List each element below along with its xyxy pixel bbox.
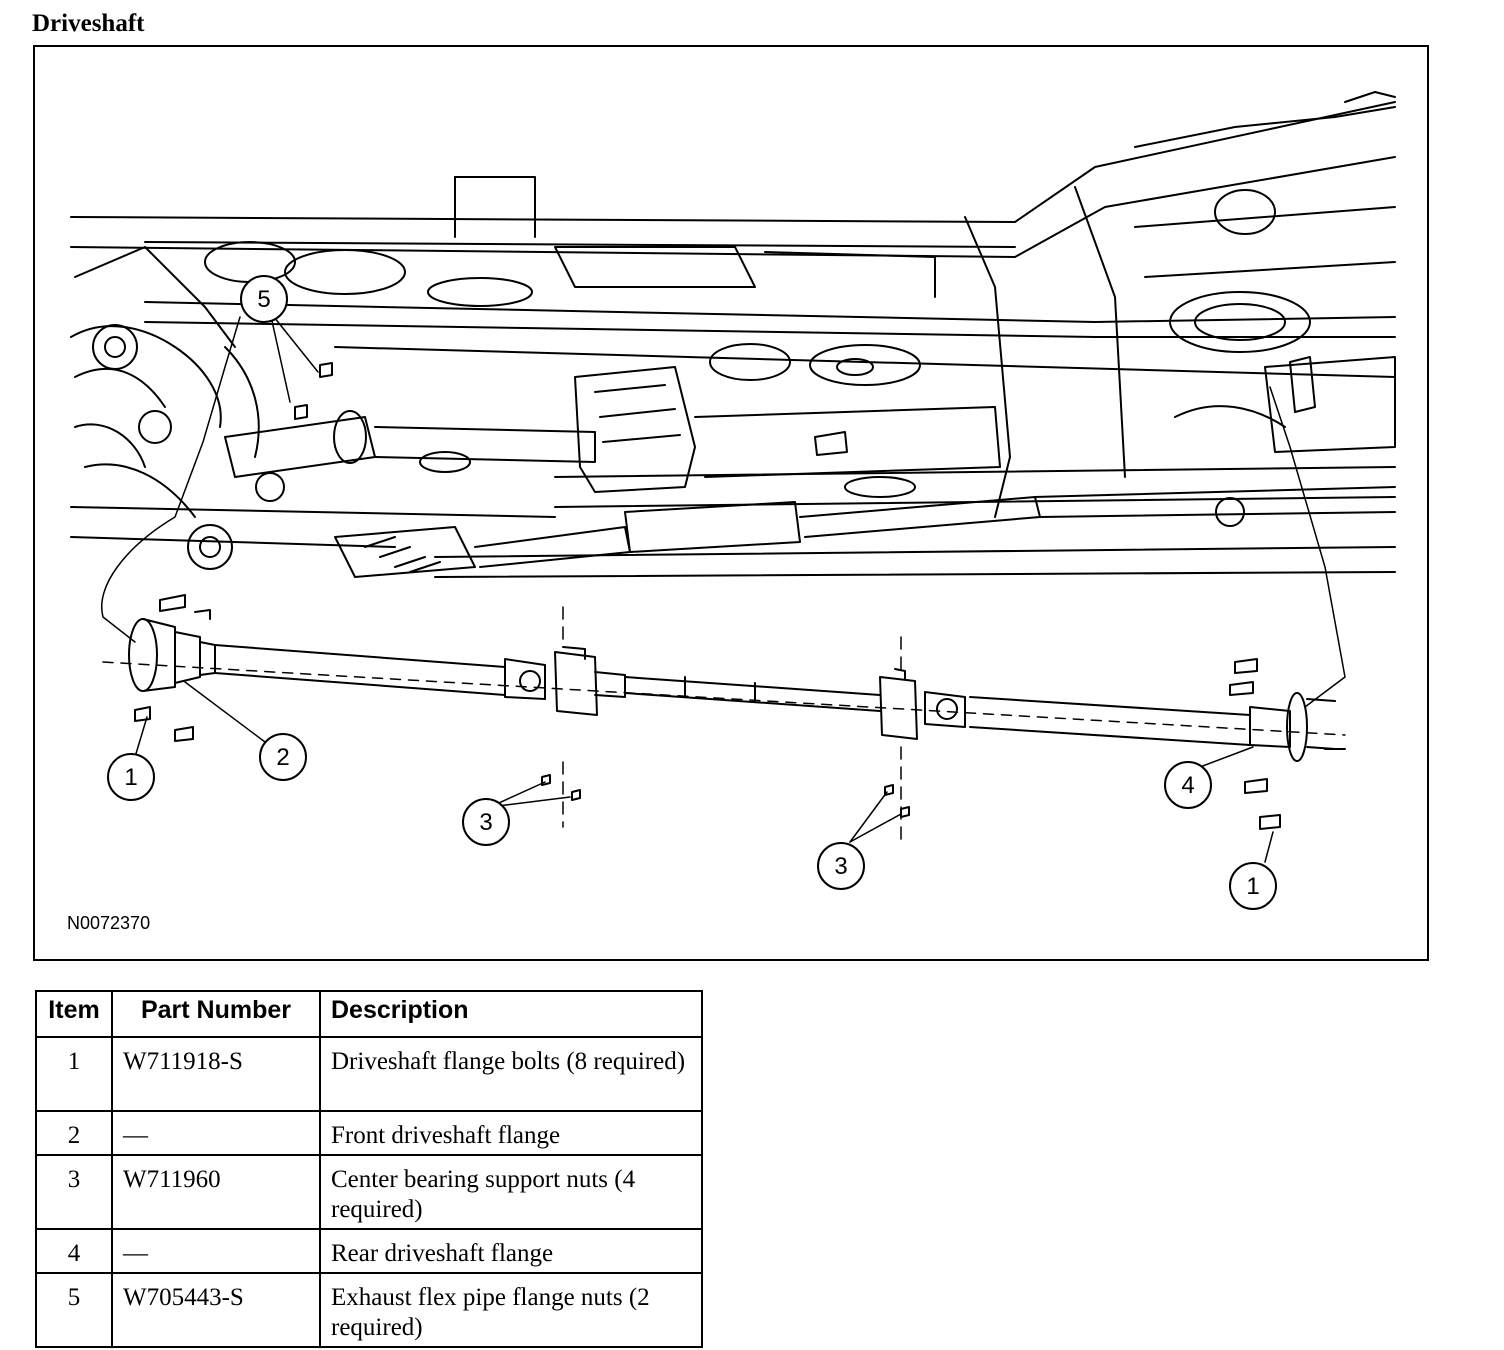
cell-description: Rear driveshaft flange	[319, 1228, 703, 1274]
header-description: Description	[319, 990, 703, 1038]
cell-part-number: —	[111, 1228, 321, 1274]
callout-1-front: 1	[107, 753, 155, 801]
callout-1-rear: 1	[1229, 862, 1277, 910]
cell-item: 2	[35, 1110, 113, 1156]
cell-part-number: W711960	[111, 1154, 321, 1230]
callout-4-label: 4	[1181, 772, 1194, 799]
callout-4: 4	[1164, 761, 1212, 809]
callout-2: 2	[259, 733, 307, 781]
callout-1-front-label: 1	[124, 764, 137, 791]
cell-part-number: —	[111, 1110, 321, 1156]
cell-item: 5	[35, 1272, 113, 1348]
transmission	[574, 366, 1001, 493]
cell-item: 3	[35, 1154, 113, 1230]
cell-item: 1	[35, 1036, 113, 1112]
cell-description: Exhaust flex pipe flange nuts (2 require…	[319, 1272, 703, 1348]
callouts: 5 1 2 3 3 4 1	[107, 275, 1277, 910]
driveshaft-assembly	[102, 606, 1346, 848]
fasteners	[134, 362, 1281, 830]
cell-part-number: W711918-S	[111, 1036, 321, 1112]
cell-description: Front driveshaft flange	[319, 1110, 703, 1156]
callout-3-front-label: 3	[479, 809, 492, 836]
table-row: 1 W711918-S Driveshaft flange bolts (8 r…	[35, 1036, 703, 1112]
front-suspension	[70, 246, 285, 570]
callout-3-rear-label: 3	[834, 853, 847, 880]
figure-id: N0072370	[67, 913, 151, 933]
callout-2-label: 2	[276, 744, 289, 771]
callout-5: 5	[240, 275, 288, 323]
table-row: 3 W711960 Center bearing support nuts (4…	[35, 1154, 703, 1230]
cell-item: 4	[35, 1228, 113, 1274]
vehicle-underbody-drawing: 5 1 2 3 3 4 1	[70, 91, 1396, 910]
cell-description: Center bearing support nuts (4 required)	[319, 1154, 703, 1230]
floor-pan-details	[204, 189, 1311, 498]
vehicle-frame	[70, 91, 1396, 578]
callout-3-front: 3	[462, 798, 510, 846]
table-header-row: Item Part Number Description	[35, 990, 703, 1038]
table-row: 5 W705443-S Exhaust flex pipe flange nut…	[35, 1272, 703, 1348]
table-row: 2 — Front driveshaft flange	[35, 1110, 703, 1156]
cell-part-number: W705443-S	[111, 1272, 321, 1348]
callout-1-rear-label: 1	[1246, 873, 1259, 900]
exhaust-system	[224, 410, 1396, 578]
header-part-number: Part Number	[111, 990, 321, 1038]
table-row: 4 — Rear driveshaft flange	[35, 1228, 703, 1274]
page-title: Driveshaft	[32, 10, 145, 37]
parts-table: Item Part Number Description 1 W711918-S…	[35, 990, 703, 1348]
callout-5-label: 5	[257, 286, 270, 313]
leader-lines	[101, 311, 1346, 863]
callout-3-rear: 3	[817, 842, 865, 890]
header-item: Item	[35, 990, 113, 1038]
driveshaft-illustration: 5 1 2 3 3 4 1	[33, 45, 1429, 961]
rear-axle	[1134, 206, 1396, 527]
cell-description: Driveshaft flange bolts (8 required)	[319, 1036, 703, 1112]
